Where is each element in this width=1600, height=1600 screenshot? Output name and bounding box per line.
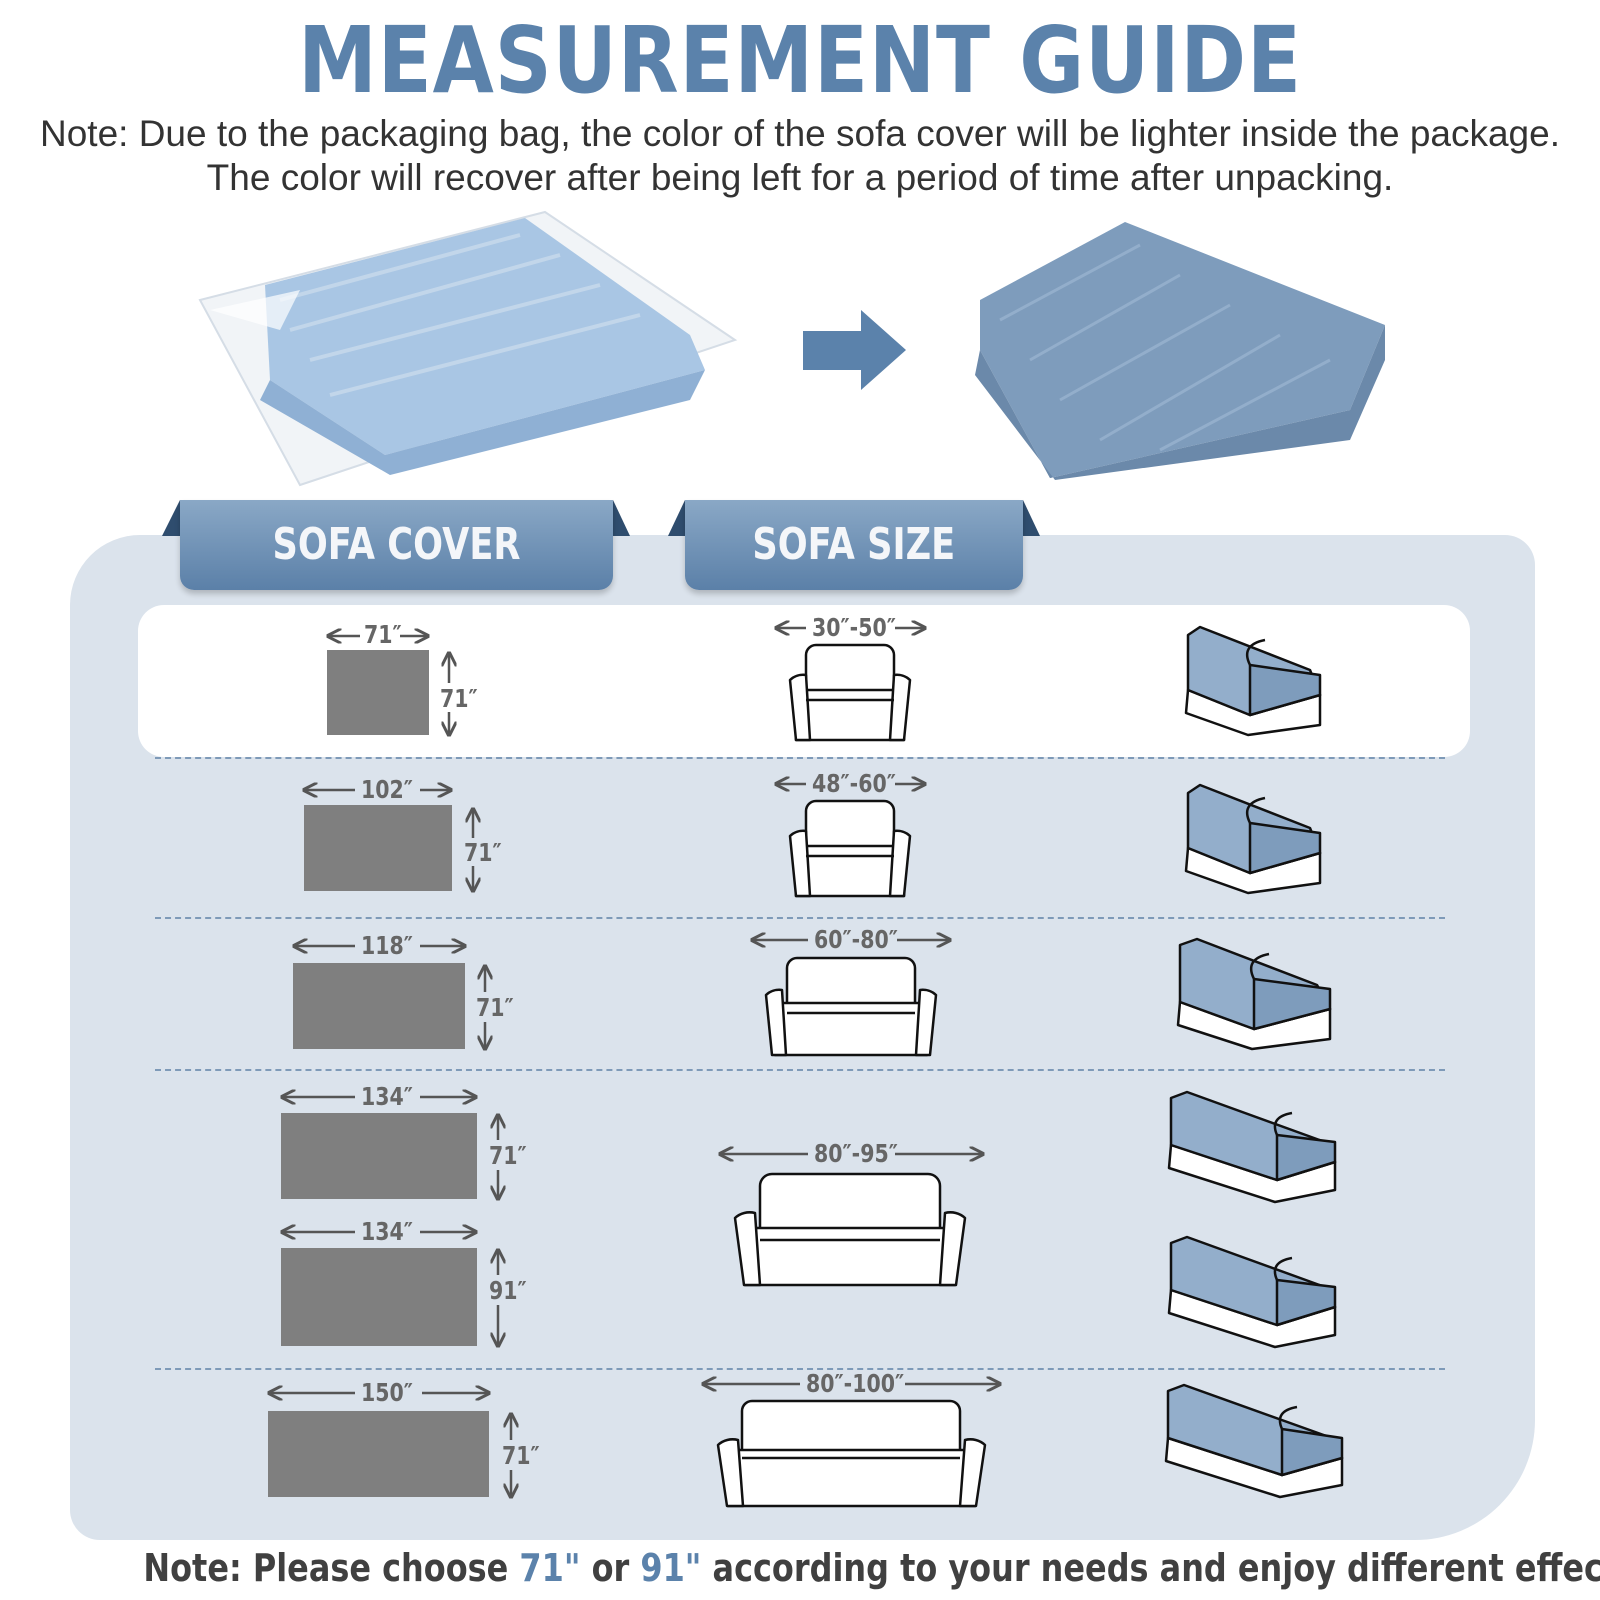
cover-swatch-102x71 [304,805,452,891]
row-divider [155,757,1445,759]
cover-height-label: 71″ [476,993,514,1022]
option-71-label: 71" [519,1546,581,1590]
cover-swatch-150x71 [268,1411,489,1497]
packaging-note-line-2: The color will recover after being left … [206,157,1394,198]
covered-loveseat-icon [1176,937,1332,1051]
cover-width-label: 118″ [361,931,413,960]
cover-width-label: 134″ [361,1217,413,1246]
cover-width-label: 102″ [361,775,413,804]
packaged-cover-image [198,210,738,487]
sofa-range-label: 80″-95″ [814,1139,898,1168]
packaging-note-line-1: Note: Due to the packaging bag, the colo… [40,113,1560,154]
row-divider [155,1069,1445,1071]
covered-armchair-icon [1184,625,1322,737]
page-title: MEASUREMENT GUIDE [298,7,1302,114]
unpacked-cover-image [975,222,1385,480]
cover-height-label: 91″ [489,1276,527,1305]
product-illustration [198,210,1385,487]
tab-folds [162,500,1040,536]
sofa-range-label: 60″-80″ [814,925,898,954]
covered-sofa-icon [1167,1090,1337,1204]
bottom-note-prefix: Note: Please choose [143,1546,520,1590]
cover-swatch-134x91 [281,1248,477,1346]
option-91-label: 91" [640,1546,702,1590]
sofa-icon [733,1172,967,1287]
sofa-size-header: SOFA SIZE [685,500,1023,590]
cover-width-label: 71″ [364,620,402,649]
cover-width-label: 150″ [361,1378,413,1407]
cover-height-label: 71″ [502,1441,540,1470]
bottom-note-or: or [580,1546,641,1590]
cover-height-label: 71″ [489,1141,527,1170]
sofa-range-label: 48″-60″ [812,769,896,798]
cover-width-label: 134″ [361,1082,413,1111]
covered-sofa-icon [1167,1235,1337,1349]
armchair-icon [788,799,912,898]
long-sofa-icon [716,1399,987,1508]
cover-swatch-134x71 [281,1113,477,1199]
arrow-right-icon [803,310,906,390]
covered-long-sofa-icon [1164,1383,1344,1499]
covered-armchair-icon [1184,783,1322,895]
sofa-size-label: SOFA SIZE [752,519,956,570]
loveseat-icon [764,956,938,1057]
sofa-range-label: 80″-100″ [806,1369,905,1398]
cover-height-label: 71″ [464,838,502,867]
bottom-note: Note: Please choose 71" or 91" according… [0,1540,1600,1596]
row-divider [155,1368,1445,1370]
bottom-note-suffix: according to your needs and enjoy differ… [701,1546,1600,1590]
row-divider [155,917,1445,919]
cover-swatch-71x71 [327,650,429,735]
sofa-range-label: 30″-50″ [812,613,896,642]
cover-swatch-118x71 [293,963,465,1049]
armchair-icon [788,643,912,742]
cover-height-label: 71″ [440,684,478,713]
